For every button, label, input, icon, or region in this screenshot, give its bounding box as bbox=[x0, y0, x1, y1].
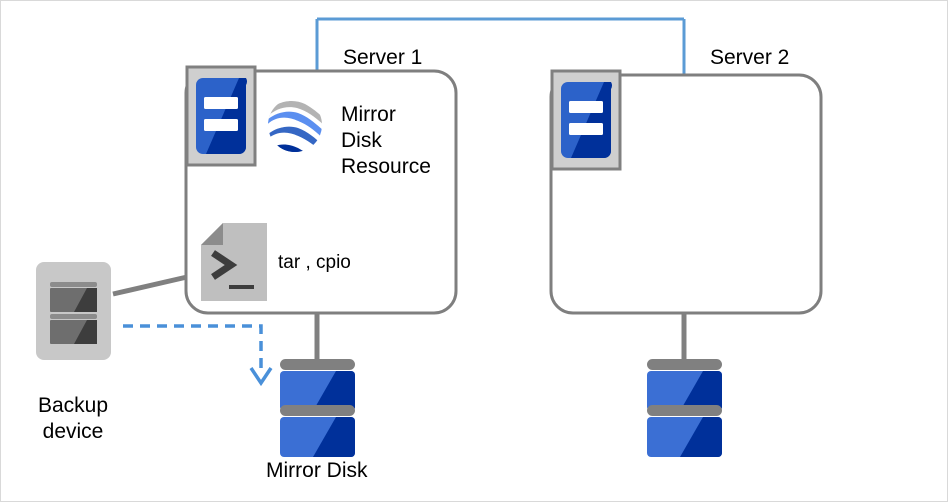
interconnect-line bbox=[315, 17, 686, 75]
terminal-script-icon bbox=[201, 223, 267, 301]
mirror-disk-resource-label-line2: Disk bbox=[341, 129, 382, 152]
mirror-disk-resource-label-line1: Mirror bbox=[341, 103, 396, 126]
backup-connector-line bbox=[112, 274, 188, 297]
mirror-disk-resource-label-line3: Resource bbox=[341, 155, 431, 178]
server1-title: Server 1 bbox=[343, 46, 423, 69]
disk-stack-icon bbox=[647, 359, 722, 457]
backup-device-label-line1: Backup bbox=[37, 394, 109, 417]
backup-device-label-line2: device bbox=[42, 420, 104, 443]
server-icon bbox=[185, 65, 257, 167]
backup-device-icon bbox=[36, 262, 111, 360]
mirror-disk-label: Mirror Disk bbox=[266, 459, 368, 482]
dashed-down-arrow-icon bbox=[123, 324, 273, 387]
server2-title: Server 2 bbox=[710, 46, 790, 69]
server-icon bbox=[550, 69, 622, 171]
command-label: tar , cpio bbox=[278, 252, 351, 273]
disk-stack-icon bbox=[280, 359, 355, 457]
